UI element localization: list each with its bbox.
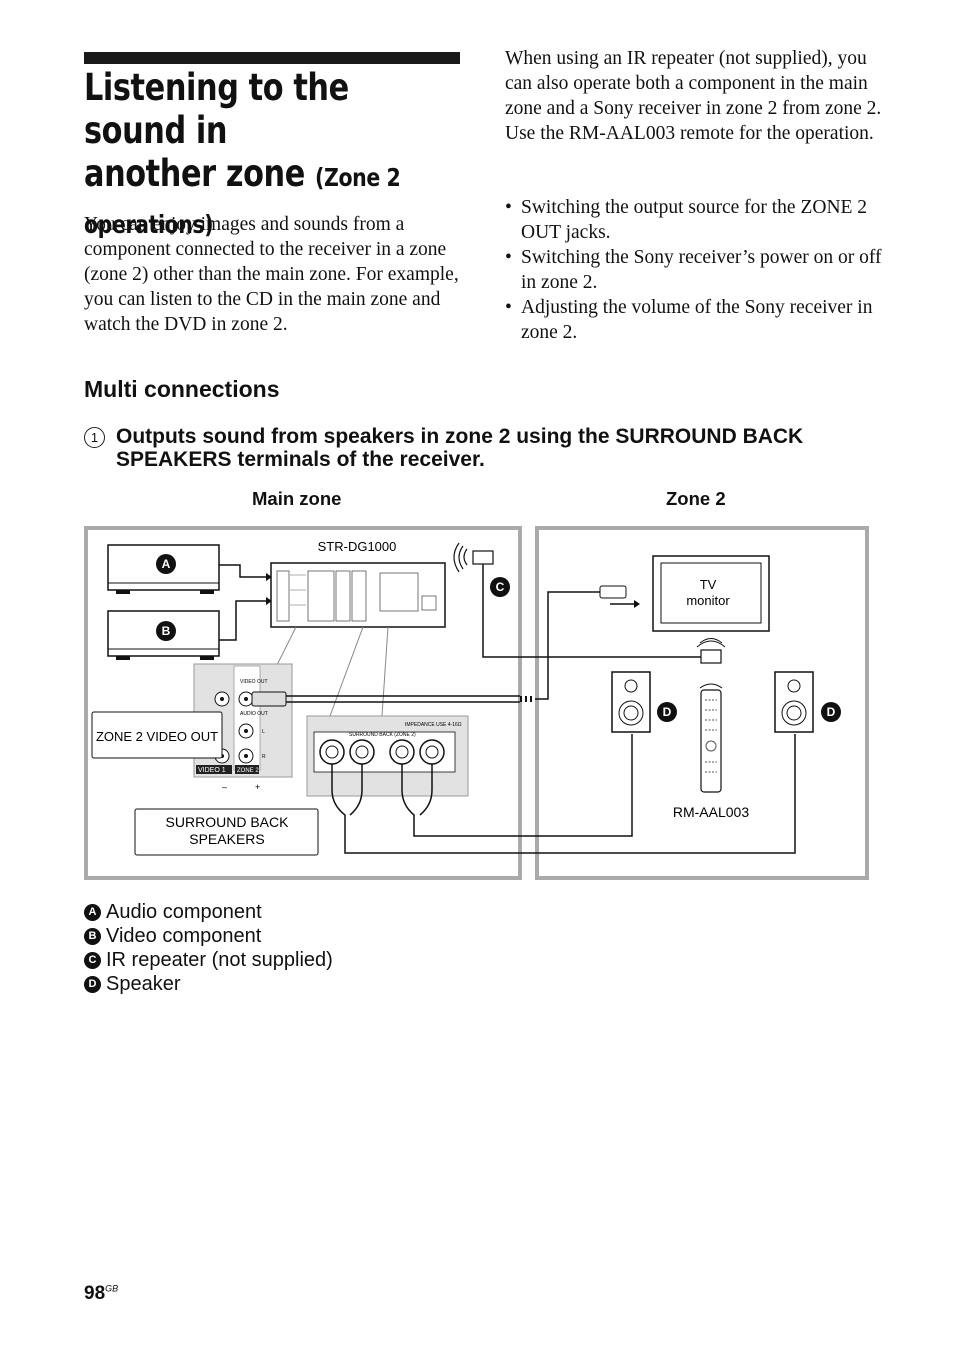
zone2-label: Zone 2 xyxy=(666,488,726,509)
panel-zone2-label: ZONE 2 xyxy=(237,768,259,774)
surround-callout-line-1: SURROUND BACK xyxy=(166,814,290,830)
marker-a-text: A xyxy=(162,557,171,571)
tv-monitor xyxy=(652,555,770,664)
marker-c-icon xyxy=(490,577,510,597)
panel-audio-out-label: AUDIO OUT xyxy=(240,711,268,717)
ir-repeater xyxy=(453,542,494,573)
legend: A Audio component B Video component C IR re… xyxy=(84,900,333,996)
legend-item: A Audio component xyxy=(84,900,333,924)
marker-a-icon xyxy=(156,554,176,574)
marker-b-text: B xyxy=(162,624,171,638)
surround-callout-line-2: SPEAKERS xyxy=(189,831,264,847)
page-number: 98GB xyxy=(84,1283,118,1305)
page-number-suffix: GB xyxy=(105,1283,119,1294)
legend-text: Speaker xyxy=(106,973,181,995)
main-zone-frame xyxy=(84,526,522,880)
svg-text:–: – xyxy=(222,782,227,792)
surround-back-terminal-panel: IMPEDANCE USE 4-16Ω SURROUND BACK (ZONE … xyxy=(306,715,469,797)
page-title: Listening to the sound in another zone (… xyxy=(84,66,404,246)
legend-item: C IR repeater (not supplied) xyxy=(84,948,333,972)
title-suffix-a: (Zone 2 xyxy=(315,163,401,192)
ir-function-list: Switching the output source for the ZONE… xyxy=(505,195,890,345)
list-item: Switching the output source for the ZONE… xyxy=(505,195,890,245)
title-suffix-b: operations) xyxy=(84,210,214,239)
marker-d-right-icon xyxy=(821,702,841,722)
marker-d-left-icon xyxy=(657,702,677,722)
page-number-value: 98 xyxy=(84,1283,106,1304)
marker-c-text: C xyxy=(496,580,505,594)
legend-item: B Video component xyxy=(84,924,333,948)
list-item: Adjusting the volume of the Sony receive… xyxy=(505,295,890,345)
legend-marker: C xyxy=(84,951,101,969)
list-item: Switching the Sony receiver’s power on o… xyxy=(505,245,890,295)
panel-r-label: R xyxy=(262,754,266,760)
tv-label-2: monitor xyxy=(686,593,730,608)
step-number-badge: 1 xyxy=(84,427,105,448)
legend-marker: A xyxy=(84,903,101,921)
panel-video-out-label: VIDEO OUT xyxy=(240,679,268,685)
legend-text: Video component xyxy=(106,925,262,947)
speaker-right xyxy=(774,671,814,733)
remote-model-label: RM-AAL003 xyxy=(673,804,749,820)
step-heading: Outputs sound from speakers in zone 2 us… xyxy=(116,425,804,471)
legend-marker: B xyxy=(84,927,101,945)
receiver-model-label: STR-DG1000 xyxy=(318,539,397,554)
speaker-left xyxy=(611,671,651,733)
svg-text:+: + xyxy=(255,782,260,792)
legend-marker: D xyxy=(84,975,101,993)
marker-b-icon xyxy=(156,621,176,641)
section-heading: Multi connections xyxy=(84,376,280,402)
ir-repeater-paragraph: When using an IR repeater (not supplied)… xyxy=(505,48,882,144)
main-zone-label: Main zone xyxy=(252,488,342,509)
legend-text: Audio component xyxy=(106,901,262,923)
legend-text: IR repeater (not supplied) xyxy=(106,949,333,971)
remote-control xyxy=(699,683,723,793)
title-rule xyxy=(84,52,460,64)
panel-impedance-label: IMPEDANCE USE 4-16Ω xyxy=(405,722,462,728)
panel-video1-label: VIDEO 1 xyxy=(198,767,226,774)
zone2-video-out-callout: ZONE 2 VIDEO OUT xyxy=(96,729,218,744)
title-line-2: another zone xyxy=(84,152,305,195)
legend-item: D Speaker xyxy=(84,972,333,996)
marker-d-right-text: D xyxy=(827,705,836,719)
marker-d-left-text: D xyxy=(663,705,672,719)
tv-label-1: TV xyxy=(700,577,717,592)
zone2-frame xyxy=(535,526,869,880)
title-line-1: Listening to the sound in xyxy=(84,66,349,152)
panel-surround-label: SURROUND BACK (ZONE 2) xyxy=(349,732,416,738)
intro-paragraph: You can enjoy images and sounds from a c… xyxy=(84,214,459,335)
receiver-rear-panel xyxy=(270,562,446,628)
panel-l-label: L xyxy=(262,729,265,735)
